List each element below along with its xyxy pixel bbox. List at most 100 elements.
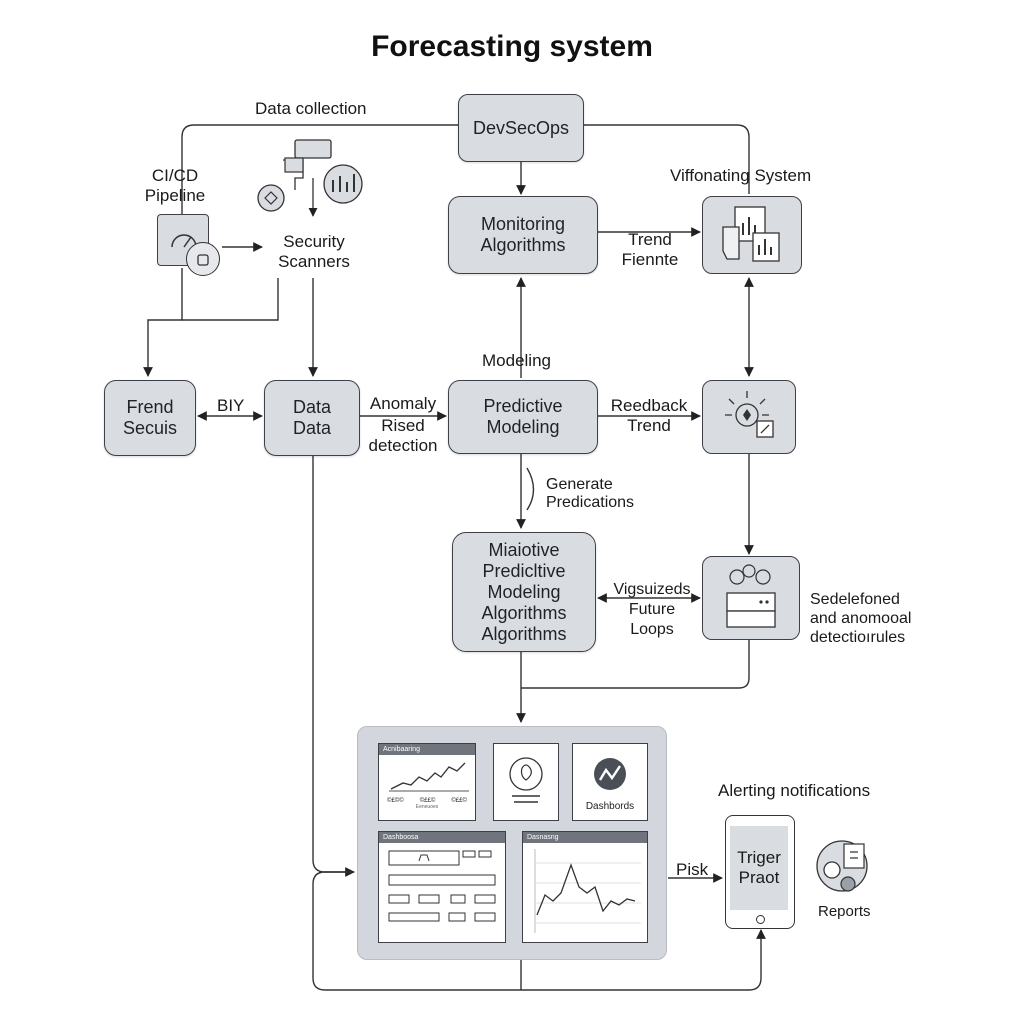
dashboard-card-chart[interactable]: Dasnasng xyxy=(522,831,648,943)
label-viffonating-system: Viffonating System xyxy=(670,166,812,185)
label-generate-line2: Predications xyxy=(546,494,635,511)
node-trigger-line2: Praot xyxy=(738,868,780,887)
label-anomaly-line1: Anomaly xyxy=(369,394,437,413)
server-icon xyxy=(726,564,776,628)
card4-title: Dashboosa xyxy=(379,832,505,843)
line-chart-icon xyxy=(389,762,469,792)
node-predictive-algorithms[interactable]: Miaiotive Predicltive Modeling Algorithm… xyxy=(452,532,596,652)
line-chart-icon xyxy=(534,849,641,933)
dashboard-card-dashboards[interactable]: Dashbords xyxy=(572,743,648,821)
label-alerting-notifications: Alerting notifications xyxy=(718,781,871,800)
node-malgo-line1: Miaiotive xyxy=(488,539,560,560)
label-vig-line3: Loops xyxy=(630,621,674,638)
dashboard-card-form[interactable]: Dashboosa xyxy=(378,831,506,943)
dashboard-card-brain[interactable] xyxy=(493,743,559,821)
connector-server-join xyxy=(521,640,750,689)
bar-chart-icon xyxy=(323,164,363,204)
card5-title: Dasnasng xyxy=(523,832,647,843)
bulb-icon xyxy=(725,391,774,438)
connector-devsecops-vif xyxy=(584,124,750,194)
shield-icon xyxy=(257,184,285,212)
card1-title: Acnibaaring xyxy=(379,744,475,755)
node-frend-line2: Secuis xyxy=(122,418,178,438)
label-sede-line3: detectioırules xyxy=(810,629,906,646)
node-data[interactable]: Data Data xyxy=(264,380,360,456)
label-vig-line2: Future xyxy=(628,601,676,618)
label-anomaly: Anomaly Rised detection xyxy=(362,394,444,456)
label-feedback-line1: Reedback xyxy=(610,396,688,415)
node-data-line2: Data xyxy=(292,418,332,438)
node-predictive-line1: Predictive xyxy=(483,396,563,416)
reports-icon xyxy=(816,840,868,892)
node-frend-line1: Frend xyxy=(126,397,174,417)
node-malgo-line5: Algorithms xyxy=(481,623,567,644)
node-viffonating-system[interactable] xyxy=(702,196,802,274)
connector-data-collection xyxy=(181,124,458,214)
card1-tick3: ©££© xyxy=(451,798,467,804)
label-generate: Generate Predications xyxy=(546,476,634,512)
label-sede-line2: and anomooal xyxy=(810,610,912,627)
node-monitoring-line1: Monitoring xyxy=(480,214,566,234)
node-predictive-line2: Modeling xyxy=(486,417,560,437)
phone-screen: Triger Praot xyxy=(730,826,788,910)
node-malgo-line3: Modeling xyxy=(487,581,561,602)
label-sede-line1: Sedelefoned xyxy=(810,591,900,608)
node-cicd[interactable] xyxy=(157,214,209,266)
node-monitoring-line2: Algorithms xyxy=(480,235,566,255)
label-trend-line1: Trend xyxy=(628,230,672,249)
dashboard-panel: Acnibaaring ©£©© ©££© ©££© Eeneuoes Dash… xyxy=(357,726,667,960)
connector-cicd-frend xyxy=(143,268,183,377)
label-biy: BIY xyxy=(217,396,245,415)
document-chart-icon xyxy=(722,206,780,262)
label-generate-line1: Generate xyxy=(546,476,613,493)
node-predictive-modeling[interactable]: Predictive Modeling xyxy=(448,380,598,454)
badge-icon xyxy=(186,242,220,276)
arrow-data-dashboard xyxy=(312,456,355,877)
label-cicd-line2: Pipeline xyxy=(144,186,206,205)
node-trigger-line1: Triger xyxy=(737,848,781,867)
label-reports: Reports xyxy=(818,903,871,920)
label-security-line1: Security xyxy=(283,232,345,251)
node-malgo-line4: Algorithms xyxy=(481,602,567,623)
label-modeling: Modeling xyxy=(482,351,551,370)
label-trend-line2: Fiennte xyxy=(621,250,679,269)
label-anomaly-line2: Rised xyxy=(381,416,425,435)
card1-footer: Eeneuoes xyxy=(415,804,439,810)
phone-home-button xyxy=(756,915,765,924)
label-vigsuizeds: Vigsuizeds Future Loops xyxy=(604,580,700,640)
node-devsecops-text: DevSecOps xyxy=(472,117,570,138)
card1-tick1: ©£©© xyxy=(387,798,404,804)
label-pisk: Pisk xyxy=(676,860,709,879)
node-data-line1: Data xyxy=(292,397,332,417)
label-cicd-line1: CI/CD xyxy=(151,166,199,185)
dashboard-logo-icon xyxy=(594,758,626,790)
brain-icon xyxy=(509,757,543,803)
connector-bottom-loop xyxy=(312,871,766,991)
connector-scanners-join xyxy=(182,278,279,321)
label-trend-fiennte: Trend Fiennte xyxy=(612,230,688,270)
label-security-line2: Scanners xyxy=(278,252,350,271)
card3-label: Dashbords xyxy=(585,801,635,812)
label-anomaly-line3: detection xyxy=(368,436,438,455)
label-feedback: Reedback Trend xyxy=(604,396,694,436)
node-monitoring-algorithms[interactable]: Monitoring Algorithms xyxy=(448,196,598,274)
node-frend-secuis[interactable]: Frend Secuis xyxy=(104,380,196,456)
bracket-generate xyxy=(526,467,535,511)
node-malgo-line2: Predicltive xyxy=(482,560,566,581)
label-cicd: CI/CD Pipeline xyxy=(130,166,220,206)
dashboard-card-monitoring[interactable]: Acnibaaring ©£©© ©££© ©££© Eeneuoes xyxy=(378,743,476,821)
node-idea[interactable] xyxy=(702,380,796,454)
cloud-icon xyxy=(729,569,745,585)
phone-icon[interactable]: Triger Praot xyxy=(725,815,795,929)
label-sedelefoned: Sedelefoned and anomooal detectioırules xyxy=(810,590,911,647)
form-layout-icon xyxy=(388,850,496,922)
label-security-scanners: Security Scanners xyxy=(262,232,366,272)
node-devsecops[interactable]: DevSecOps xyxy=(458,94,584,162)
label-vig-line1: Vigsuizeds xyxy=(613,581,691,598)
page-title: Forecasting system xyxy=(371,30,653,63)
security-scanner-icons xyxy=(257,139,363,217)
label-feedback-line2: Trend xyxy=(627,416,671,435)
node-server[interactable] xyxy=(702,556,800,640)
card1-tick2: ©££© xyxy=(419,798,436,804)
